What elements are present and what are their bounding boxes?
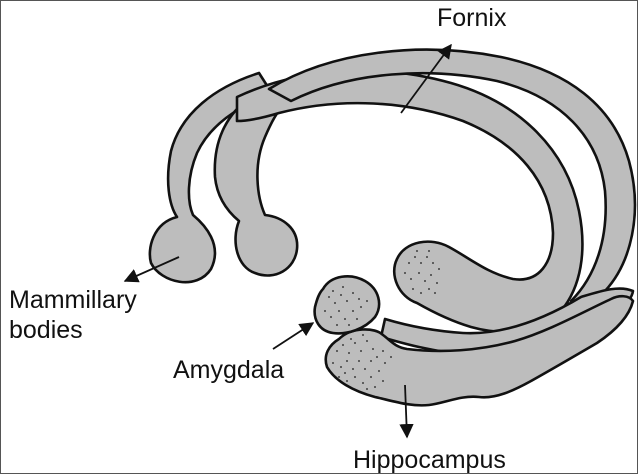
amygdala-arrow [273,323,313,349]
mammillary-label-line2: bodies [9,315,137,345]
right-fornix-column-with-mammillary-body [215,97,297,276]
fornix-label: Fornix [437,3,506,33]
amygdala-shape [315,276,379,333]
fornix-body-inner-arch [237,71,582,332]
amygdala-label: Amygdala [173,355,284,385]
mammillary-label-line1: Mammillary [9,285,137,315]
mammillary-bodies-label: Mammillary bodies [9,285,137,345]
hippocampus-label: Hippocampus [353,445,506,475]
